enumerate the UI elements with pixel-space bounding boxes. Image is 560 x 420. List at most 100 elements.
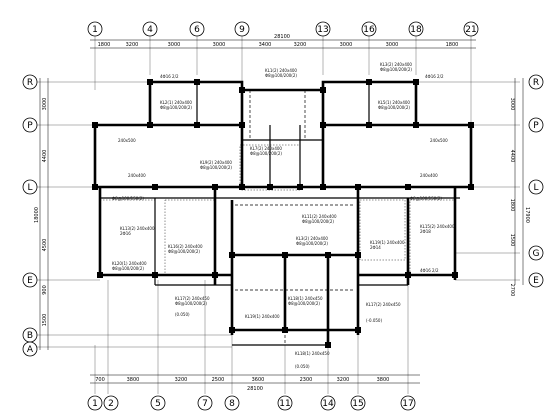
beam-annotations: KL1(2) 240x400 Φ8@100/200(2) KL3(2) 240x… (112, 62, 455, 369)
dimension-texts: 28100 1800 3200 3000 3000 3400 3200 3000… (34, 34, 530, 392)
dim-left-seg-3: 4500 (42, 239, 48, 252)
axis-bubble-right-R (528, 74, 544, 90)
column (97, 272, 103, 278)
annotation-hoop-top-right: Φ8@100/200(2) (380, 67, 412, 72)
column (229, 252, 235, 258)
dim-top-seg-6: 3200 (294, 42, 307, 48)
column (405, 184, 411, 190)
column (92, 184, 98, 190)
dim-bottom-seg-4: 2500 (212, 377, 225, 383)
annotation-elev-kl17: (0.050) (175, 312, 190, 317)
axis-label-top-16: 16 (363, 25, 375, 35)
annotation-kl19-bottom: KL19(1) 240x400 (245, 314, 280, 319)
dim-left-seg-5: 1500 (42, 314, 48, 327)
axis-bubble-top-13 (315, 21, 331, 37)
annotation-kl5-right: KL5(1) 240x400 (378, 100, 410, 105)
column (92, 122, 98, 128)
axis-label-top-13: 13 (317, 25, 328, 35)
annotation-kl19: KL19(1) 240x400 (370, 240, 405, 245)
column (239, 87, 245, 93)
axis-label-left-L: L (27, 183, 32, 193)
column (468, 184, 474, 190)
annotation-sec-l-left: 240x400 (128, 173, 146, 178)
annotation-hoop-kl16: Φ8@100/200(2) (168, 249, 200, 254)
axis-bubble-top-4 (142, 21, 158, 37)
axis-bubble-top-1 (87, 21, 103, 37)
dim-top-seg-9: 1800 (446, 42, 459, 48)
dim-bottom-seg-1: 700 (95, 377, 105, 383)
axis-label-right-L: L (533, 183, 538, 193)
axis-bubble-bottom-2 (103, 395, 119, 411)
annotation-hoop-kl3-mid: Φ8@100/200(2) (296, 241, 328, 246)
axis-bubbles-right: R P L G E (528, 74, 544, 288)
column (355, 327, 361, 333)
column (212, 272, 218, 278)
column (297, 184, 303, 190)
axis-label-left-B: B (27, 331, 33, 341)
annotation-hoop-mid: Φ8@100/200(2) (250, 151, 282, 156)
column (212, 184, 218, 190)
annotation-sec-right: 240x500 (430, 138, 448, 143)
annotation-kl15-right: KL15(2) 240x400 (420, 224, 455, 229)
axis-bubble-bottom-14 (320, 395, 336, 411)
annotation-rebar-top-left: 4Φ16 2/2 (160, 74, 179, 79)
column (452, 272, 458, 278)
beam-outline-top-left (93, 80, 244, 187)
beam-outline-top-right (321, 80, 473, 187)
column (325, 252, 331, 258)
annotation-kl2-left: KL2(1) 240x400 (160, 100, 192, 105)
axis-label-top-1: 1 (92, 25, 98, 35)
axis-label-top-9: 9 (239, 25, 245, 35)
slab-3 (359, 199, 406, 261)
annotation-kl20-left: KL20(1) 240x400 (112, 261, 147, 266)
axis-bubble-top-18 (408, 21, 424, 37)
column (325, 342, 331, 348)
axis-bubble-top-16 (361, 21, 377, 37)
dim-top-seg-1: 1800 (98, 42, 111, 48)
column (229, 327, 235, 333)
annotation-kl17: KL17(2) 240x450 (175, 296, 210, 301)
main-beams (93, 80, 473, 346)
column (320, 87, 326, 93)
axis-bubble-top-9 (234, 21, 250, 37)
column (320, 122, 326, 128)
dim-left-seg-1: 3000 (42, 98, 48, 111)
axis-bubbles-left: R P L E B A (22, 74, 38, 357)
column (413, 122, 419, 128)
dim-bottom-total: 28100 (247, 386, 263, 392)
annotation-kl9: KL9(2) 240x400 (200, 160, 232, 165)
axis-label-bottom-14: 14 (322, 399, 334, 409)
annotation-kl13-left: KL13(2) 240x400 (120, 226, 155, 231)
annotation-sec-l-right: 240x400 (420, 173, 438, 178)
dim-right-total: 17900 (524, 207, 530, 223)
dim-bottom-seg-3: 3200 (175, 377, 188, 383)
column (405, 272, 411, 278)
column (282, 252, 288, 258)
dim-top-seg-4: 3000 (213, 42, 226, 48)
axis-bubble-right-G (528, 245, 544, 261)
axis-bubble-bottom-1 (87, 395, 103, 411)
column (239, 122, 245, 128)
annotation-rebar-kl19: 2Φ14 (370, 245, 381, 250)
axis-label-bottom-5: 5 (155, 399, 161, 409)
axis-label-left-R: R (27, 78, 33, 88)
annotation-kl3-top-right: KL3(2) 240x400 (380, 62, 412, 67)
annotation-rebar-kl13: 2Φ16 (120, 231, 131, 236)
dim-top-seg-3: 3000 (168, 42, 181, 48)
slab-4 (409, 199, 456, 276)
column (413, 79, 419, 85)
dim-top-seg-8: 3000 (386, 42, 399, 48)
annotation-hoop-top: Φ8@100/200(2) (265, 73, 297, 78)
annotation-kl18: KL18(1) 240x450 (288, 296, 323, 301)
column (147, 122, 153, 128)
annotation-hoop-kl20: Φ8@100/200(2) (112, 266, 144, 271)
axis-bubble-left-E (22, 272, 38, 288)
axis-label-bottom-1: 1 (92, 399, 98, 409)
dim-bottom-seg-6: 2300 (300, 377, 313, 383)
annotation-kl17-right: KL17(2) 240x450 (366, 302, 401, 307)
annotation-kl16: KL16(2) 240x400 (168, 244, 203, 249)
axis-bubble-left-P (22, 117, 38, 133)
annotation-kl18-bottom: KL18(1) 240x450 (295, 351, 330, 356)
dim-top-seg-5: 3400 (259, 42, 272, 48)
axis-bubble-right-P (528, 117, 544, 133)
